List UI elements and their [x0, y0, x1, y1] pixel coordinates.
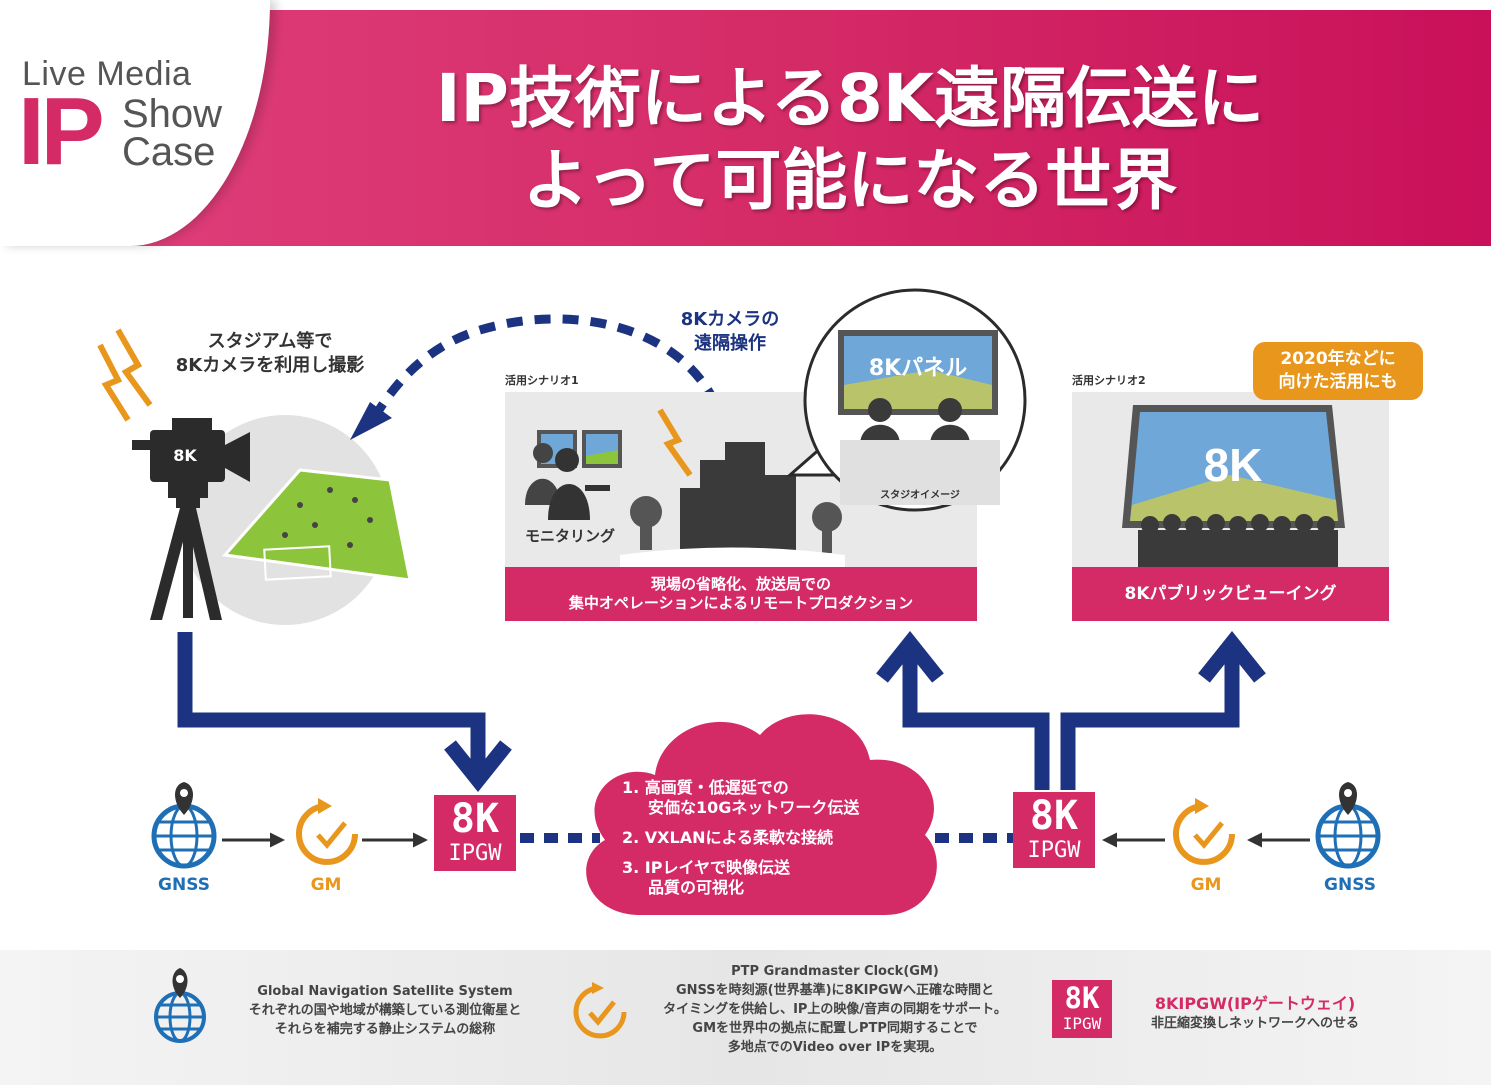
audience-icon	[1138, 514, 1338, 567]
legend-gnss-line2: それぞれの国や地域が構築している測位衛星と	[248, 1003, 522, 1018]
gm-right-label: GM	[1190, 875, 1222, 895]
gnss-left-label: GNSS	[158, 875, 210, 895]
legend-gm-line2: GNSSを時刻源(世界基準)に8KIPGWへ正確な時間と	[675, 983, 995, 998]
up-arrowhead-1	[876, 630, 944, 683]
page-title-line1: IP技術による8K遠隔伝送に	[435, 60, 1264, 137]
remote-operation-line2: 遠隔操作	[694, 333, 766, 354]
legend-ipgw-desc: 非圧縮変換しネットワークへのせる	[1150, 1016, 1359, 1031]
scenario1-bar-line1: 現場の省略化、放送局での	[650, 575, 831, 593]
remote-arrowhead	[350, 402, 392, 440]
scenario2-bar: 8Kパブリックビューイング	[1072, 567, 1389, 621]
down-arrowhead	[444, 740, 512, 793]
city-buildings-icon	[620, 442, 845, 567]
camera-caption: スタジアム等で 8Kカメラを利用し撮影	[140, 330, 400, 378]
gnss-right-icon	[1315, 782, 1381, 869]
ipgw-to-scenario1-path	[902, 650, 1050, 790]
legend-gnss-line3: それらを補完する静止システムの総称	[274, 1022, 496, 1037]
ipgw-to-scenario2-path	[1060, 650, 1240, 790]
gnss-right-label: GNSS	[1324, 875, 1376, 895]
gm-left-clock-icon	[296, 798, 358, 865]
scenario2-scene	[1072, 392, 1389, 567]
ipgw-right-big: 8K	[1029, 793, 1079, 839]
logo-line2: Show	[122, 92, 223, 136]
network-cloud-icon	[586, 714, 937, 915]
ipgw-left-big: 8K	[450, 796, 500, 842]
camera-to-ipgw-path	[177, 632, 486, 770]
legend-gnss-text: Global Navigation Satellite System それぞれの…	[225, 982, 545, 1039]
legend-ipgw-big: 8K	[1064, 981, 1100, 1015]
monitoring-label: モニタリング	[524, 527, 615, 545]
legend-ipgw-icon: 8K IPGW	[1052, 980, 1112, 1038]
up-arrowhead-2	[1198, 630, 1266, 683]
cloud-features: 1. 高画質・低遅延での 安価な10Gネットワーク伝送 2. VXLANによる柔…	[622, 778, 942, 898]
cloud-item3-line2: 品質の可視化	[648, 878, 745, 897]
stadium-field-icon	[222, 468, 412, 582]
public-viewing-screen-label: 8K	[1203, 439, 1263, 491]
camera-tripod-icon	[132, 418, 250, 620]
studio-bubble	[786, 288, 1027, 512]
legend-ipgw-small: IPGW	[1062, 1014, 1102, 1033]
cloud-item1-line1: 1. 高画質・低遅延での	[622, 778, 789, 797]
cloud-item3-line1: 3. IPレイヤで映像伝送	[622, 858, 790, 877]
scenario2-badge-line2: 向けた活用にも	[1278, 372, 1398, 392]
scenario2-badge: 2020年などに 向けた活用にも	[1253, 342, 1423, 400]
legend-gnss-icon	[154, 968, 206, 1043]
logo-line3: Case	[122, 130, 216, 174]
ipgw-right: 8K IPGW	[1013, 792, 1095, 868]
legend-gm-line1: PTP Grandmaster Clock(GM)	[731, 964, 939, 979]
legend-gm-clock-icon	[573, 982, 627, 1039]
scenario2-badge-line1: 2020年などに	[1280, 349, 1396, 369]
remote-control-arc	[366, 314, 730, 432]
cloud-item1-line2: 安価な10Gネットワーク伝送	[648, 798, 860, 817]
scenario1-bar: 現場の省略化、放送局での 集中オペレーションによるリモートプロダクション	[505, 567, 977, 621]
gm-right-clock-icon	[1173, 798, 1235, 865]
cloud-item2: 2. VXLANによる柔軟な接続	[622, 828, 833, 847]
camera-caption-line1: スタジアム等で	[207, 331, 333, 352]
ipgw-right-small: IPGW	[1027, 838, 1081, 863]
scenario1-lightning-icon	[657, 408, 693, 477]
gm-left-label: GM	[310, 875, 342, 895]
ipgw-left-small: IPGW	[448, 841, 502, 866]
page-title-line2: よって可能になる世界	[522, 142, 1178, 219]
studio-panel-label: 8Kパネル	[868, 356, 968, 381]
scenario1-tag: 活用シナリオ1	[505, 374, 579, 387]
legend-ipgw-title: 8KIPGW(IPゲートウェイ)	[1154, 994, 1356, 1013]
scenario2-tag: 活用シナリオ2	[1072, 374, 1146, 387]
camera-caption-line2: 8Kカメラを利用し撮影	[175, 355, 365, 376]
ipgw-left: 8K IPGW	[434, 795, 516, 871]
logo-ip: IP	[18, 78, 105, 185]
legend-gm-line3: タイミングを供給し、IP上の映像/音声の同期をサポート。	[663, 1002, 1007, 1017]
remote-operation-label: 8Kカメラの 遠隔操作	[625, 308, 835, 356]
network-paths	[177, 632, 1240, 790]
legend-footer	[0, 950, 1491, 1085]
legend-gm-line4: GMを世界中の拠点に配置しPTP同期することで	[692, 1021, 978, 1036]
legend-gm-line5: 多地点でのVideo over IPを実現。	[727, 1040, 943, 1055]
gnss-left-icon	[151, 782, 217, 869]
remote-operation-line1: 8Kカメラの	[680, 309, 780, 330]
legend-gnss-line1: Global Navigation Satellite System	[257, 984, 513, 999]
camera-scene	[97, 328, 412, 625]
camera-8k-badge: 8K	[173, 446, 197, 465]
studio-image-label: スタジオイメージ	[880, 490, 960, 501]
big-screen-icon	[1122, 405, 1345, 528]
logo-line1: Live Media	[22, 55, 192, 93]
legend-gm-text: PTP Grandmaster Clock(GM) GNSSを時刻源(世界基準)…	[630, 962, 1040, 1057]
signal-lightning-icon	[97, 328, 153, 422]
scenario1-bar-line2: 集中オペレーションによるリモートプロダクション	[568, 594, 914, 612]
monitor-icon	[525, 430, 622, 520]
